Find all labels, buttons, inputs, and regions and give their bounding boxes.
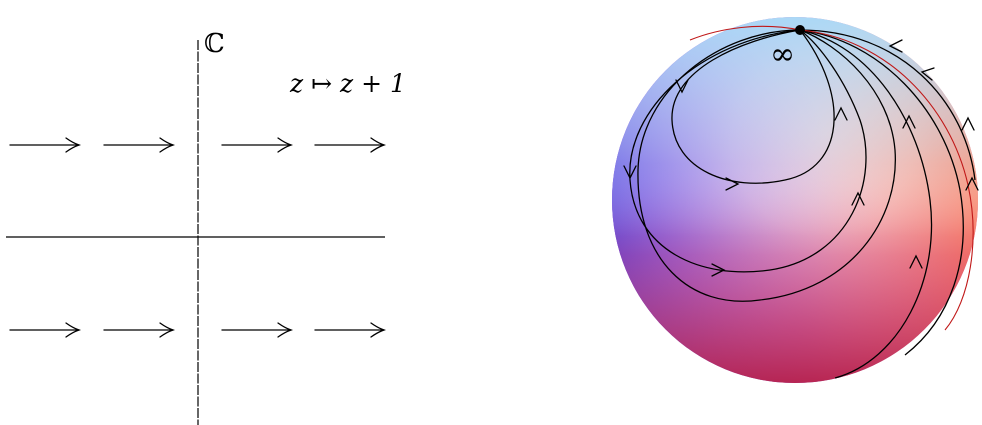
flow-curve — [671, 29, 835, 184]
flow-arrowhead — [851, 191, 865, 206]
flow-arrowhead — [711, 263, 726, 277]
flow-curve — [629, 29, 867, 273]
flow-arrowhead — [834, 106, 848, 121]
flow-arrowhead — [920, 67, 935, 81]
translation-arrow — [9, 137, 82, 153]
sphere-shading — [612, 17, 978, 383]
riemann-sphere: ∞ — [612, 17, 979, 383]
complex-plane: ℂ z ↦ z + 1 — [6, 29, 406, 425]
translation-arrow — [103, 137, 176, 153]
translation-arrow — [103, 322, 176, 338]
flow-arrowhead — [902, 114, 916, 129]
infinity-label: ∞ — [770, 37, 795, 72]
flow-curve-accent — [689, 25, 801, 41]
flow-curve — [799, 29, 933, 379]
translation-arrow-row-top — [9, 137, 387, 153]
translation-arrow — [314, 322, 387, 338]
translation-arrow — [221, 137, 294, 153]
translation-arrow — [221, 322, 294, 338]
flow-arrowhead — [909, 254, 923, 269]
flow-arrowheads — [623, 39, 979, 277]
flow-arrowhead — [965, 176, 979, 191]
translation-arrow-row-bottom — [9, 322, 387, 338]
infinity-point — [795, 25, 805, 35]
complex-plane-label: ℂ — [204, 29, 225, 59]
flow-curve — [637, 29, 896, 302]
translation-arrow — [9, 322, 82, 338]
flow-arrowhead — [888, 39, 903, 53]
flow-arrowhead — [961, 116, 975, 131]
translation-arrow — [314, 137, 387, 153]
flow-arrowhead — [725, 177, 740, 191]
flow-curve — [799, 29, 964, 356]
flow-arrowhead — [623, 165, 637, 180]
translation-map-label: z ↦ z + 1 — [289, 69, 406, 98]
flow-curves — [629, 25, 976, 379]
flow-curve — [799, 29, 976, 181]
flow-curve-accent — [799, 29, 974, 331]
flow-arrowhead — [675, 79, 689, 94]
